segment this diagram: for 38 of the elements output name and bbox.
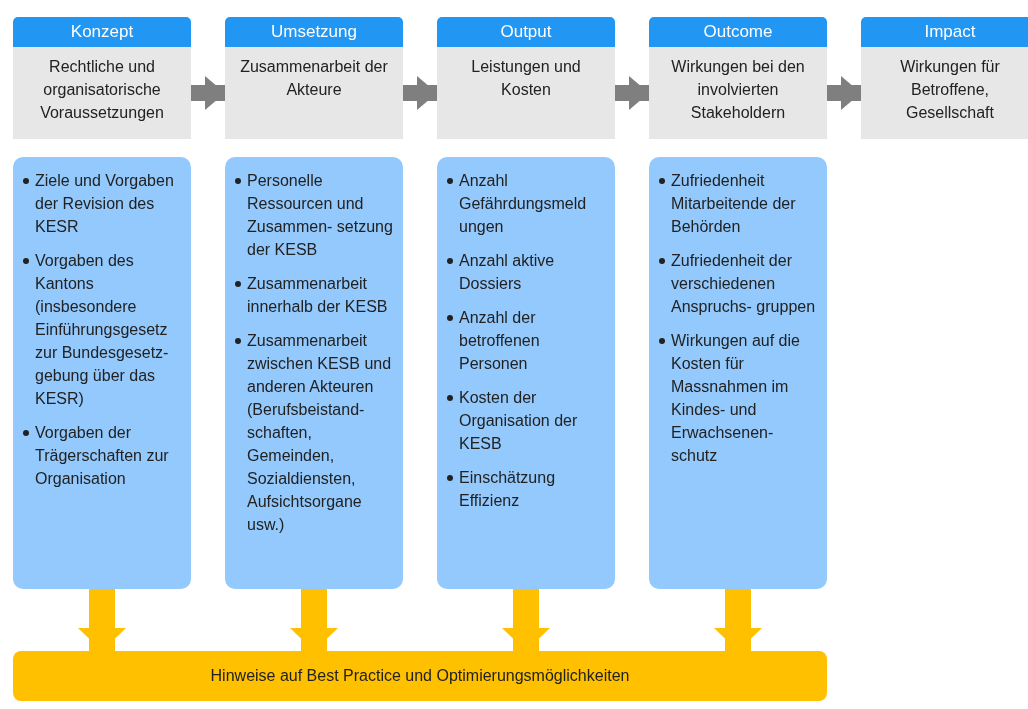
bullet-text: Vorgaben des Kantons (insbesondere Einführungsgesetz zur Bundesgesetz- gebung über das KESR): [35, 252, 169, 407]
stage-header-tab: Outcome: [649, 17, 827, 47]
bullet-text: Zufriedenheit der verschiedenen Anspruchs- gruppen: [671, 252, 816, 315]
stage-description: Rechtliche und organisatorische Voraussetzungen: [39, 57, 165, 123]
stage-header-tab: Umsetzung: [225, 17, 403, 47]
bullet-text: Einschätzung Effizienz: [459, 469, 556, 509]
bullet-text: Anzahl Gefährdungsmeld ungen: [459, 172, 587, 235]
block-arrow: [615, 76, 649, 110]
stage-description: Wirkungen für Betroffene, Gesellschaft: [899, 57, 1001, 123]
block-arrow: [403, 76, 437, 110]
summary-bar: [13, 651, 827, 701]
summary-text: Hinweise auf Best Practice und Optimierungsmöglichkeiten: [210, 667, 630, 685]
stage-description: Zusammenarbeit der Akteure: [239, 57, 389, 100]
stage-description: Wirkungen bei den involvierten Stakeholdern: [670, 57, 806, 123]
block-arrow: [290, 589, 338, 651]
stage-header-tab: Konzept: [13, 17, 191, 47]
bullet-text: Zusammenarbeit innerhalb der KESB: [247, 275, 388, 315]
bullet-text: Zufriedenheit Mitarbeitende der Behörden: [671, 172, 796, 235]
bullet-text: Kosten der Organisation der KESB: [459, 389, 578, 452]
block-arrow: [714, 589, 762, 651]
bullet-text: Wirkungen auf die Kosten für Massnahmen im Kindes- und Erwachsenen- schutz: [671, 332, 800, 464]
block-arrow: [78, 589, 126, 651]
bullet-text: Ziele und Vorgaben der Revision des KESR: [35, 172, 174, 235]
indicator-panel: [437, 157, 615, 589]
block-arrow: [502, 589, 550, 651]
indicator-panel: [13, 157, 191, 589]
block-arrow: [191, 76, 225, 110]
block-arrow: [827, 76, 861, 110]
indicator-panel: [649, 157, 827, 589]
bullet-text: Zusammenarbeit zwischen KESB und anderen Akteuren (Berufsbeistand- schaften, Gemeinden, Sozialdiensten, Aufsichtsorgane usw.): [247, 332, 392, 533]
bullet-text: Personelle Ressourcen und Zusammen- setzung der KESB: [247, 172, 393, 258]
bullet-text: Vorgaben der Trägerschaften zur Organisation: [35, 424, 169, 487]
indicator-panel: [225, 157, 403, 589]
stage-header-tab: Impact: [861, 17, 1028, 47]
bullet-text: Anzahl aktive Dossiers: [459, 252, 555, 292]
stage-description: Leistungen und Kosten: [470, 57, 582, 100]
stage-header-tab: Output: [437, 17, 615, 47]
bullet-text: Anzahl der betroffenen Personen: [459, 309, 540, 372]
